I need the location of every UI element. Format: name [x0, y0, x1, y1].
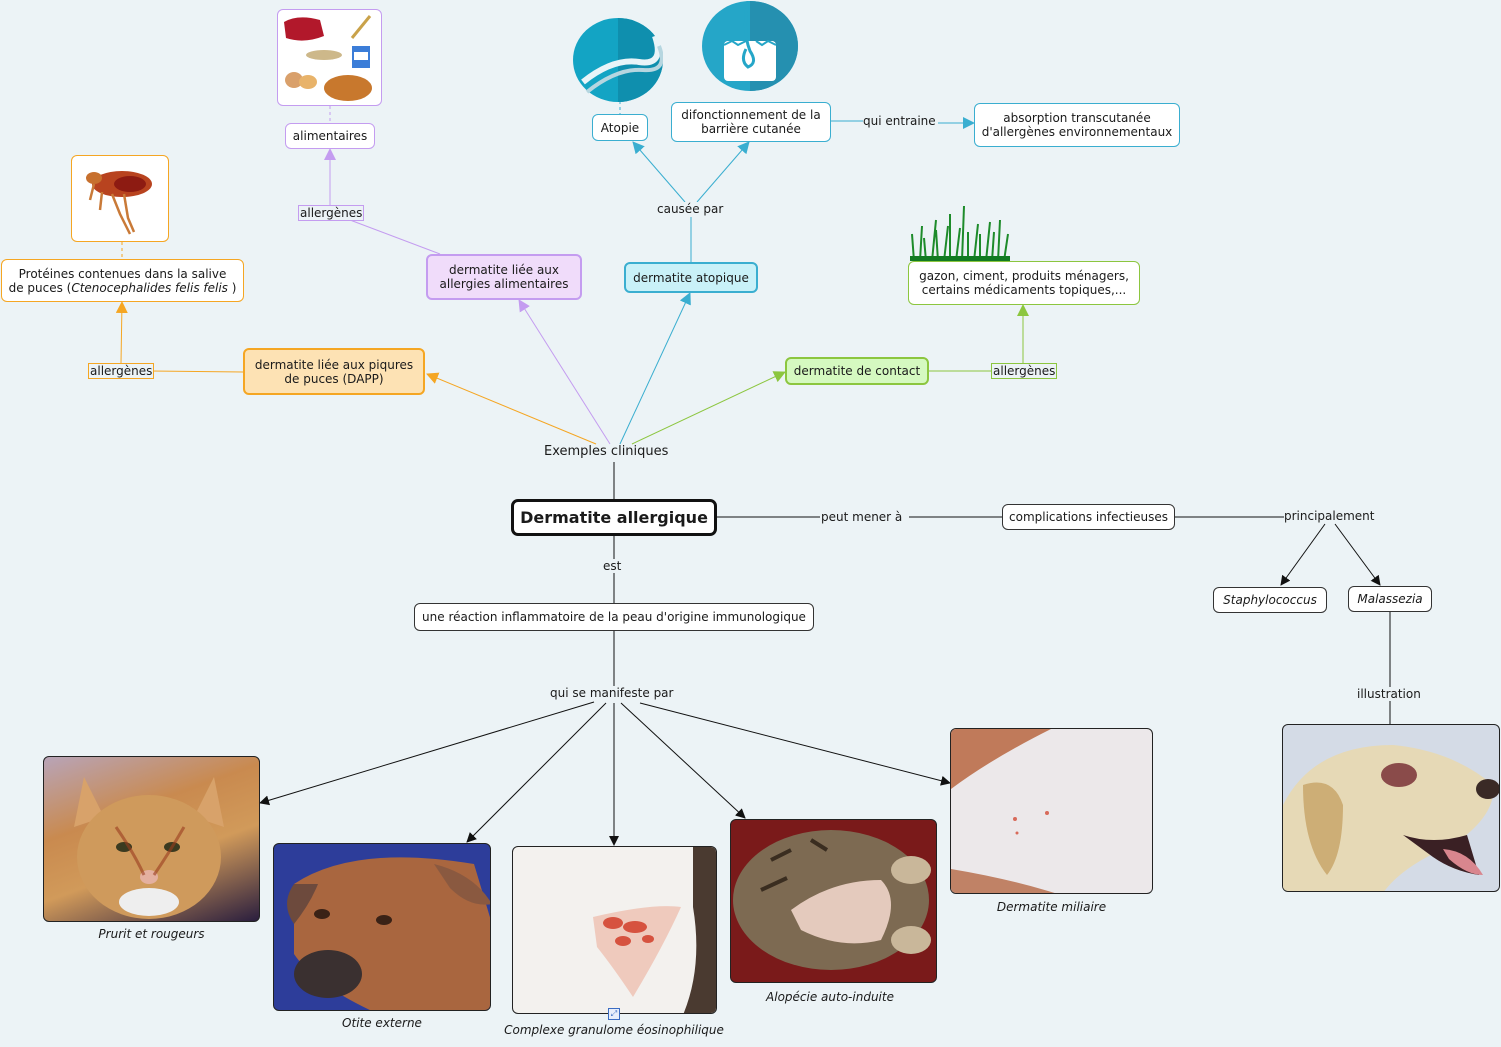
link-label-principalement[interactable]: principalement: [1284, 509, 1375, 523]
absorption-node[interactable]: absorption transcutanée d'allergènes env…: [974, 103, 1180, 147]
dapp-node[interactable]: dermatite liée aux piqures de puces (DAP…: [243, 348, 425, 395]
link-label-peut-mener[interactable]: peut mener à: [821, 510, 903, 524]
link-exemples-alim: [518, 299, 611, 445]
central-concept[interactable]: Dermatite allergique: [511, 499, 717, 536]
link-principalement-malassezia: [1334, 523, 1381, 586]
atopie-label: Atopie: [600, 120, 640, 135]
contact-allergens-label: gazon, ciment, produits ménagers, certai…: [919, 269, 1129, 297]
atopie-node[interactable]: Atopie: [592, 114, 648, 141]
photo-miliaire[interactable]: [950, 728, 1153, 894]
link-exemples-atopique: [619, 292, 691, 445]
link-dapp-allergenes: [150, 370, 244, 373]
food-image[interactable]: [277, 9, 382, 106]
caption-otite: Otite externe: [342, 1016, 422, 1030]
caption-prurit: Prurit et rougeurs: [98, 927, 205, 941]
dapp-label: dermatite liée aux piqures de puces (DAP…: [254, 357, 414, 386]
alimentaires-label: alimentaires: [292, 129, 368, 143]
contact-node[interactable]: dermatite de contact: [785, 357, 929, 385]
malassezia-node[interactable]: Malassezia: [1348, 586, 1432, 612]
photo-malassezia-dog[interactable]: [1282, 724, 1500, 892]
grass-icon[interactable]: [910, 205, 1010, 262]
link-exemples-dapp: [426, 372, 597, 445]
link-label-allergenes-dapp[interactable]: allergènes: [88, 363, 155, 379]
skin-hair-follicle-icon[interactable]: [702, 0, 798, 91]
link-label-causee-par[interactable]: causée par: [657, 202, 724, 216]
food-collage-icon: [284, 15, 372, 101]
link-label-est[interactable]: est: [603, 559, 622, 573]
cat-face-image: [74, 777, 224, 919]
photo-prurit[interactable]: [43, 756, 260, 922]
photo-alopecie[interactable]: [730, 819, 937, 983]
link-manifeste-prurit: [259, 701, 595, 806]
link-alim-allergenes: [349, 219, 441, 255]
link-label-allergenes-alim[interactable]: allergènes: [298, 205, 365, 221]
definition-node[interactable]: une réaction inflammatoire de la peau d'…: [414, 603, 814, 631]
caption-granulome: Complexe granulome éosinophilique: [504, 1023, 724, 1037]
link-manifeste-miliaire: [639, 702, 951, 786]
complications-label: complications infectieuses: [1009, 510, 1168, 524]
dna-icon[interactable]: [573, 18, 664, 102]
absorption-label: absorption transcutanée d'allergènes env…: [981, 111, 1173, 139]
alim-node[interactable]: dermatite liée aux allergies alimentaire…: [426, 254, 582, 300]
barriere-label: difonctionnement de la barrière cutanée: [681, 108, 821, 136]
caption-alopecie: Alopécie auto-induite: [766, 990, 894, 1004]
lesion-image: [593, 847, 716, 1013]
link-manifeste-otite: [466, 702, 607, 843]
link-principalement-staph: [1280, 523, 1326, 586]
caption-miliaire: Dermatite miliaire: [996, 900, 1107, 914]
proteines-line2: de puces (Ctenocephalides felis felis ): [8, 280, 237, 295]
staphylococcus-node[interactable]: Staphylococcus: [1213, 587, 1327, 613]
alim-label: dermatite liée aux allergies alimentaire…: [439, 263, 569, 291]
atopique-node[interactable]: dermatite atopique: [624, 262, 758, 293]
flea-image[interactable]: [71, 155, 169, 242]
flea-icon: [86, 171, 152, 235]
cat-belly-image: [733, 830, 931, 970]
link-exemples-contact: [631, 371, 786, 445]
atopique-label: dermatite atopique: [633, 270, 749, 285]
central-concept-label: Dermatite allergique: [520, 507, 708, 527]
fur-papules-image: [951, 729, 1055, 893]
link-causee-atopie: [632, 141, 686, 203]
dog-head-image: [287, 857, 490, 1010]
flea-species: Ctenocephalides felis felis: [71, 280, 228, 295]
proteines-line1: Protéines contenues dans la salive: [18, 266, 227, 281]
proteines-node[interactable]: Protéines contenues dans la salive de pu…: [1, 259, 244, 302]
barriere-node[interactable]: difonctionnement de la barrière cutanée: [671, 102, 831, 142]
link-label-allergenes-contact[interactable]: allergènes: [991, 363, 1058, 379]
link-label-exemples[interactable]: Exemples cliniques: [544, 444, 669, 459]
link-label-illustration[interactable]: illustration: [1357, 687, 1421, 701]
link-label-manifeste[interactable]: qui se manifeste par: [550, 686, 674, 700]
contact-label: dermatite de contact: [793, 364, 921, 378]
definition-label: une réaction inflammatoire de la peau d'…: [422, 610, 806, 624]
photo-otite[interactable]: [273, 843, 491, 1011]
link-manifeste-alopecie: [620, 702, 746, 819]
alimentaires-node[interactable]: alimentaires: [285, 123, 375, 149]
link-causee-barriere: [696, 141, 750, 203]
staphylococcus-label: Staphylococcus: [1223, 593, 1317, 607]
photo-granulome[interactable]: [512, 846, 717, 1014]
complications-node[interactable]: complications infectieuses: [1002, 504, 1175, 530]
link-label-qui-entraine[interactable]: qui entraine: [863, 114, 936, 128]
link-allergenes-proteines: [115, 301, 128, 364]
contact-allergens-node[interactable]: gazon, ciment, produits ménagers, certai…: [908, 261, 1140, 305]
expand-image-icon[interactable]: ⤢: [608, 1008, 620, 1020]
labrador-image: [1283, 745, 1499, 891]
malassezia-label: Malassezia: [1357, 592, 1423, 606]
